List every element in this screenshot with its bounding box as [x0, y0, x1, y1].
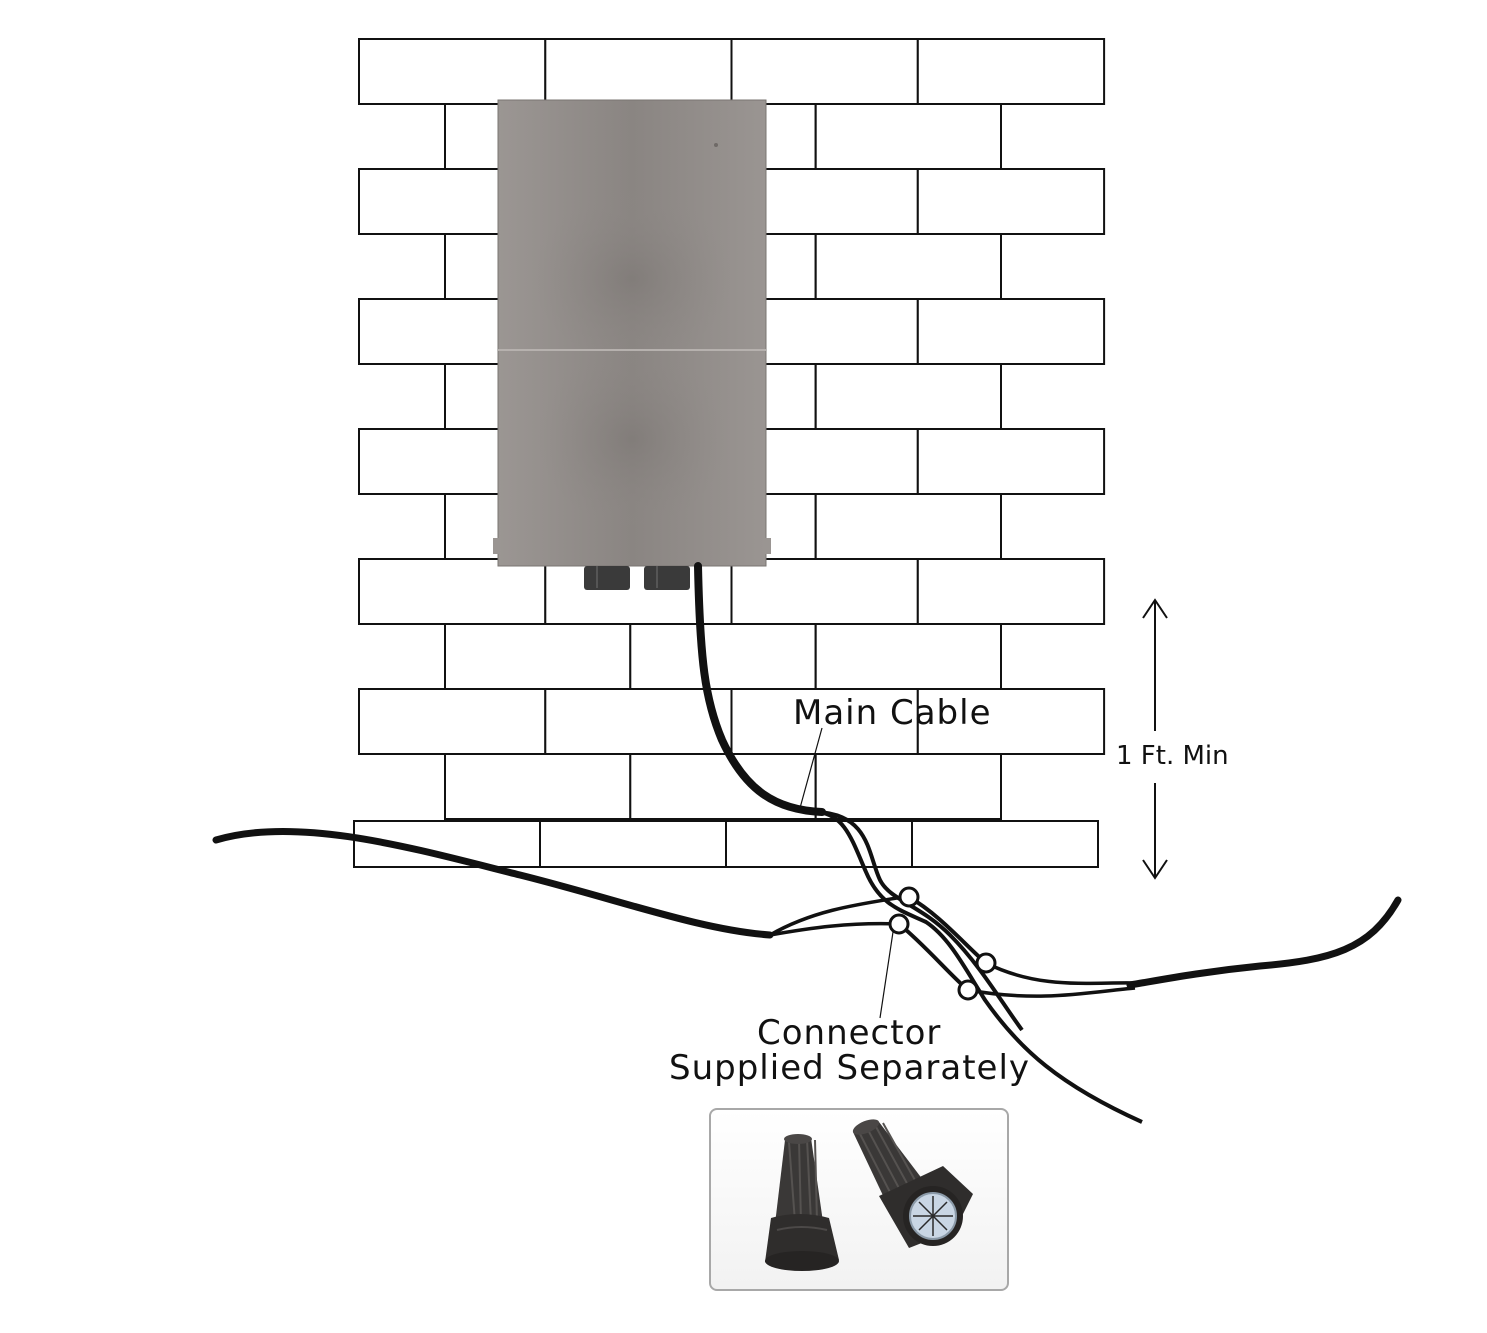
brick — [916, 38, 1106, 105]
main-cable-leader — [799, 727, 823, 809]
brick — [629, 623, 817, 690]
brick — [730, 558, 919, 625]
brick — [444, 623, 632, 690]
brick — [358, 558, 547, 625]
splice-circle-icon — [888, 913, 910, 935]
brick — [916, 298, 1106, 365]
wire-nut-connector-icon — [765, 1134, 839, 1271]
transformer-box-icon — [493, 99, 771, 590]
clearance-label: 1 Ft. Min — [1116, 741, 1229, 771]
brick — [916, 168, 1106, 235]
splice-circle-icon — [898, 886, 920, 908]
brick — [814, 493, 1003, 560]
clearance-arrow — [1142, 598, 1168, 880]
connector-photo-panel — [709, 1108, 1009, 1291]
brick — [725, 820, 913, 868]
right-run-cable — [1126, 896, 1402, 989]
brick — [539, 820, 727, 868]
left-feed-conductors — [769, 894, 911, 937]
left-feed-cable — [212, 827, 774, 939]
wire-nut-connector-icon — [852, 1119, 973, 1248]
brick — [358, 688, 547, 755]
brick — [444, 753, 632, 820]
brick — [814, 623, 1003, 690]
splice-circle-icon — [957, 979, 979, 1001]
splice-points — [888, 886, 997, 1001]
splice-circle-icon — [975, 952, 997, 974]
brick — [814, 103, 1003, 170]
brick — [916, 428, 1106, 495]
brick — [544, 688, 733, 755]
brick — [916, 688, 1106, 755]
connector-label-line1: Connector — [757, 1013, 942, 1053]
brick — [814, 753, 1003, 820]
brick — [911, 820, 1099, 868]
crossing-conductors — [897, 895, 988, 992]
main-cable-label: Main Cable — [793, 693, 992, 733]
brick — [814, 363, 1003, 430]
brick — [730, 38, 919, 105]
connector-leader — [879, 931, 894, 1019]
main-cable — [694, 562, 826, 816]
connector-label-line2: Supplied Separately — [669, 1048, 1031, 1088]
brick — [358, 38, 547, 105]
brick — [544, 558, 733, 625]
brick — [814, 233, 1003, 300]
brick — [916, 558, 1106, 625]
brick — [544, 38, 733, 105]
right-run-conductors — [967, 961, 1136, 998]
